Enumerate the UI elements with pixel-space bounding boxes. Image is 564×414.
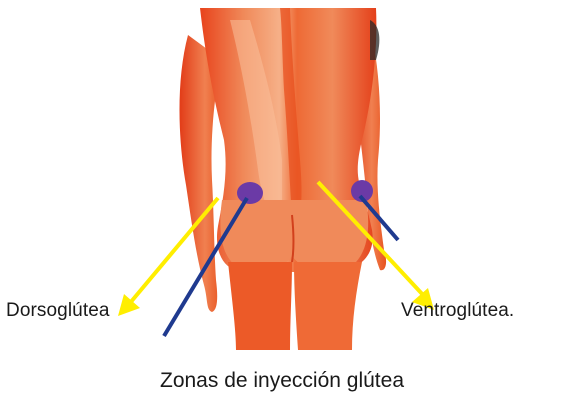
injection-spot-dorsogluteal — [237, 182, 263, 204]
human-back-figure — [180, 8, 387, 350]
label-ventrogluteal: Ventroglútea. — [401, 300, 514, 322]
figure-caption: Zonas de inyección glútea — [0, 369, 564, 393]
label-dorsogluteal: Dorsoglútea — [6, 300, 110, 322]
left-leg — [228, 262, 292, 350]
right-hand — [370, 20, 379, 60]
right-leg — [294, 262, 362, 350]
